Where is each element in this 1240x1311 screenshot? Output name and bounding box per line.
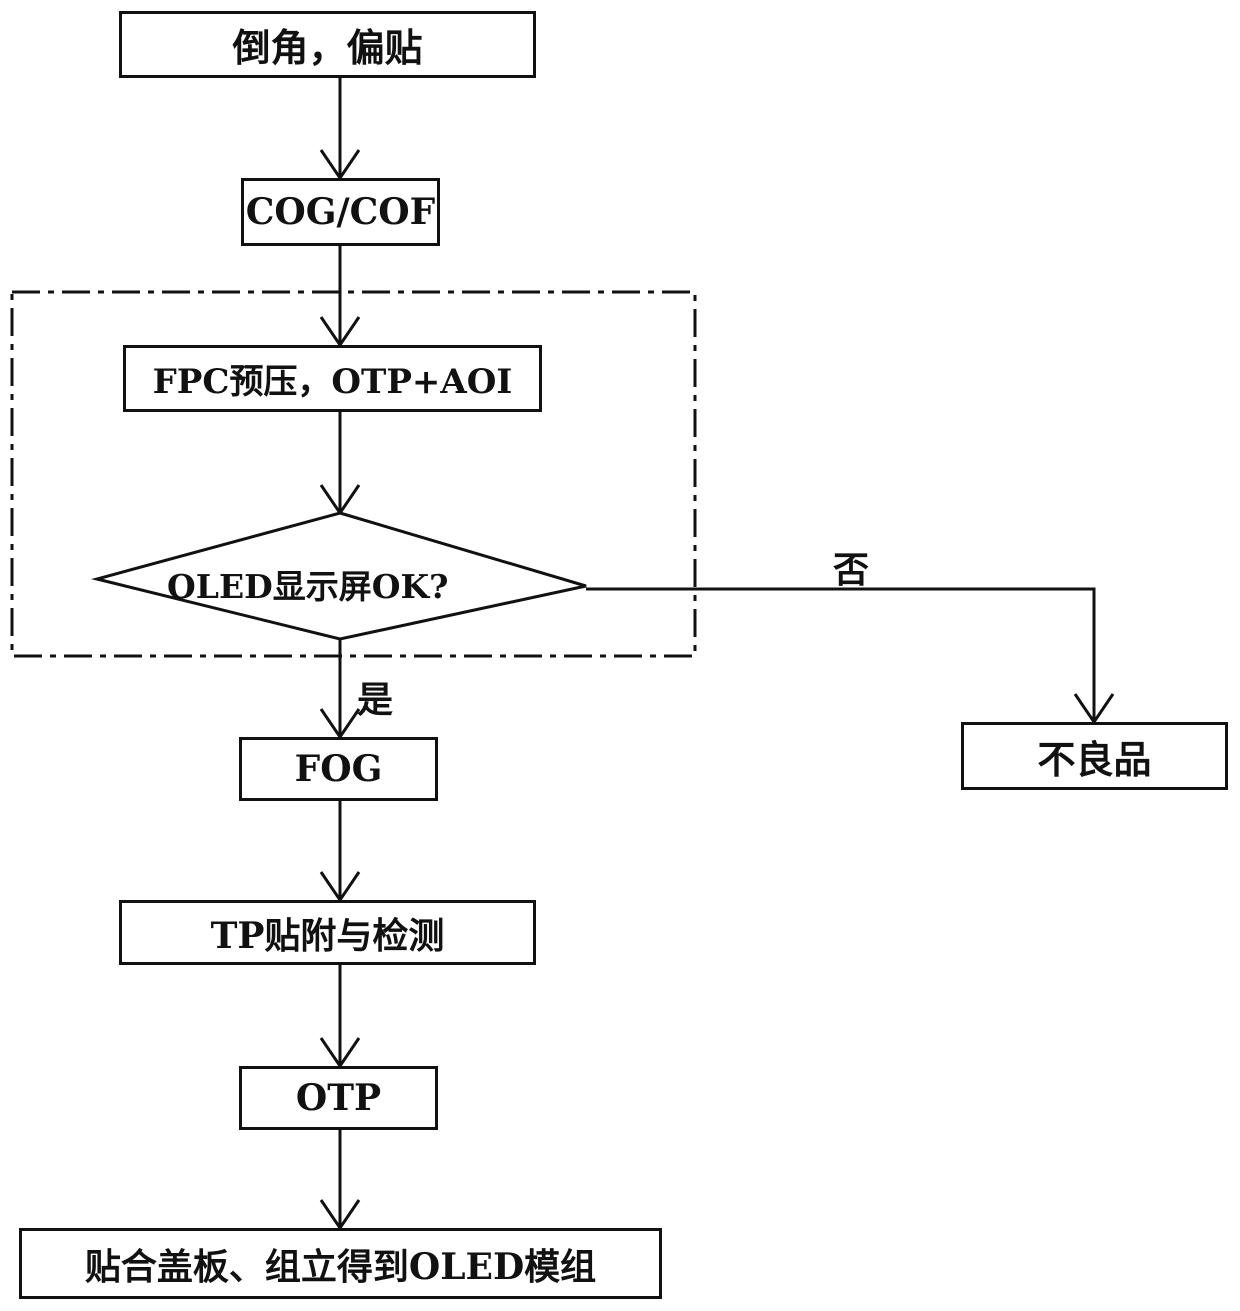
step-fog: FOG [239,737,438,801]
step-otp-label: OTP [296,1077,381,1119]
step-fog-label: FOG [295,748,383,790]
step-reject: 不良品 [961,722,1228,790]
step-final: 贴合盖板、组立得到OLED模组 [19,1228,662,1299]
step-cog-cof: COG/COF [241,178,440,246]
connector-no [586,589,1094,722]
step-fpc: FPC预压，OTP+AOI [123,345,542,412]
step-final-label: 贴合盖板、组立得到OLED模组 [85,1238,596,1290]
step-reject-label: 不良品 [1037,729,1151,784]
step-tp: TP贴附与检测 [119,900,536,965]
branch-yes-label: 是 [357,671,393,723]
step-otp: OTP [239,1066,438,1130]
decision-label: OLED显示屏OK? [167,560,448,608]
step-tp-label: TP贴附与检测 [211,907,445,959]
step-chamfer-label: 倒角，偏贴 [232,17,422,72]
step-cog-cof-label: COG/COF [246,191,435,233]
branch-no-label: 否 [833,541,869,593]
step-chamfer: 倒角，偏贴 [119,11,536,78]
step-fpc-label: FPC预压，OTP+AOI [153,354,513,403]
